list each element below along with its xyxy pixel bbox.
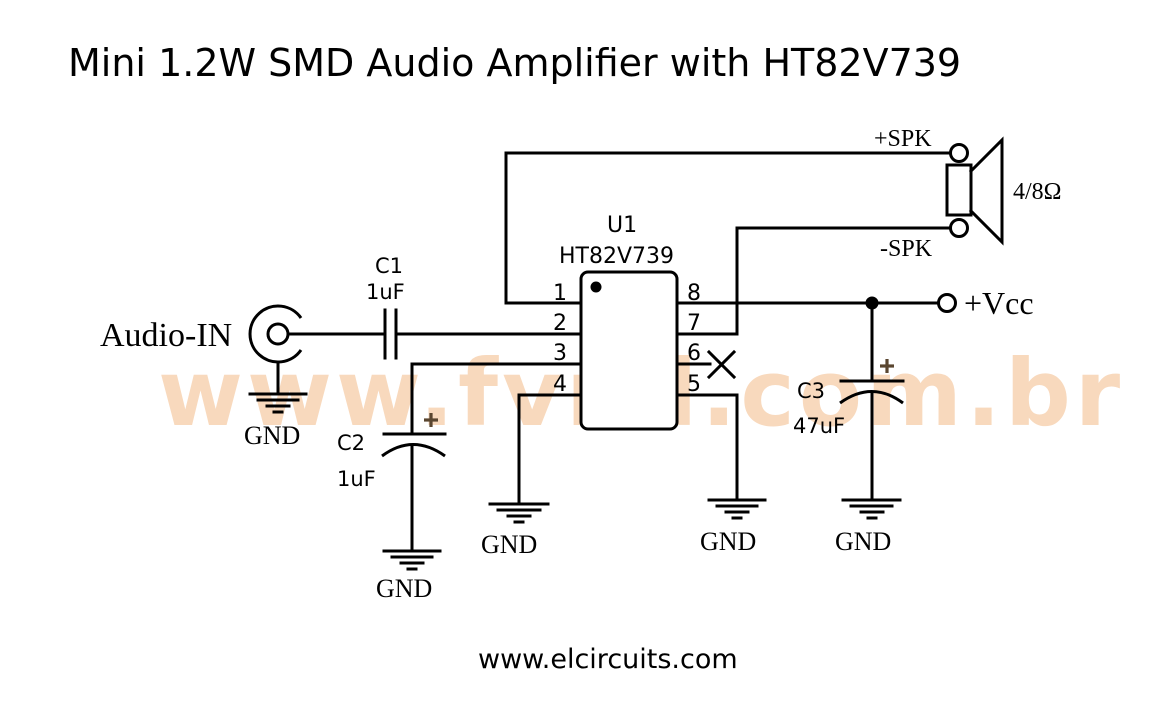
spk-neg-label: -SPK: [880, 236, 933, 262]
spk-pos-terminal: [949, 143, 969, 163]
c3-value: 47uF: [793, 414, 845, 438]
c2-ref: C2: [337, 431, 365, 455]
c3-ref: C3: [797, 379, 825, 403]
pin-label: 1: [553, 281, 567, 306]
speaker-impedance: 4/8Ω: [1013, 179, 1062, 205]
capacitor-c1: [383, 308, 398, 360]
gnd-label: GND: [244, 421, 300, 450]
pin-label: 2: [553, 311, 567, 336]
ground-symbol: [488, 502, 550, 524]
spk-pos-label: +SPK: [874, 126, 932, 152]
c1-ref: C1: [375, 254, 403, 278]
gnd-label: GND: [481, 530, 537, 559]
no-connect-mark: [706, 349, 737, 380]
speaker-icon: [945, 136, 1004, 246]
pin-label: 5: [687, 372, 701, 397]
ic-part: HT82V739: [559, 244, 674, 269]
pin-label: 3: [553, 341, 567, 366]
footer-url: www.elcircuits.com: [478, 644, 738, 675]
audio-in-label: Audio-IN: [100, 317, 232, 354]
c1-value: 1uF: [366, 280, 405, 304]
ground-symbol: [707, 498, 767, 520]
spk-neg-terminal: [949, 218, 969, 238]
pin-label: 7: [687, 311, 701, 336]
vcc-label: +Vcc: [964, 285, 1034, 321]
gnd-label: GND: [700, 527, 756, 556]
ic-u1: [579, 270, 679, 431]
ground-symbol: [382, 549, 442, 571]
ic-ref: U1: [607, 213, 637, 238]
gnd-label: GND: [835, 527, 891, 556]
page-title: Mini 1.2W SMD Audio Amplifier with HT82V…: [68, 41, 961, 85]
pin1-dot: [590, 281, 602, 293]
c2-value: 1uF: [337, 467, 376, 491]
ground-symbol: [248, 392, 308, 414]
pin-label: 4: [553, 372, 567, 397]
pin-label: 8: [687, 281, 701, 306]
ground-symbol: [841, 498, 902, 520]
pin-label: 6: [687, 341, 701, 366]
gnd-label: GND: [376, 574, 432, 603]
vcc-terminal: [937, 293, 957, 313]
